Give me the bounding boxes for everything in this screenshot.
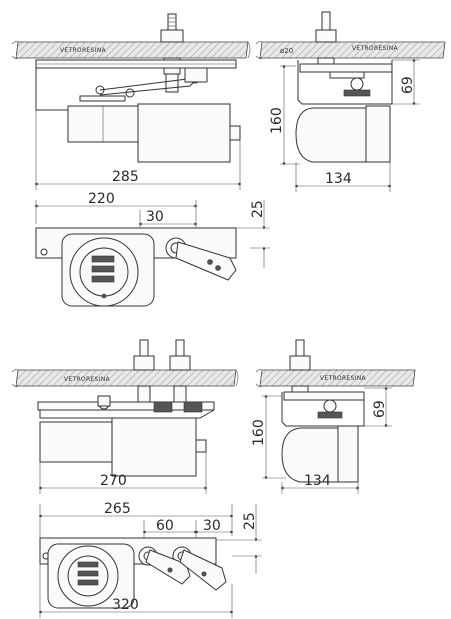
top-plan-arm — [175, 241, 237, 281]
bottom-front-motor — [39, 421, 113, 463]
bottom-plan-dim-60: 60 — [156, 518, 174, 534]
bottom-plan-view: 265 60 30 25 3 — [38, 501, 262, 618]
top-side-dim-134: 134 — [325, 171, 352, 187]
top-side-dim-160: 160 — [269, 107, 285, 134]
top-plan-dim-30: 30 — [146, 209, 164, 225]
bottom-side-hull-label: VETRORESINA — [320, 375, 366, 382]
bottom-side-dim-69: 69 — [372, 400, 388, 418]
top-side-hull-label: VETRORESINA — [352, 45, 398, 52]
bottom-front-dim-270: 270 — [100, 473, 127, 489]
bottom-plan-dim-30: 30 — [203, 518, 221, 534]
bottom-side-motor-cap — [281, 427, 339, 483]
top-front-hull-label: VETRORESINA — [60, 47, 106, 54]
top-front-dim-285: 285 — [112, 169, 139, 185]
bottom-plan-dim-25: 25 — [242, 512, 258, 530]
bottom-plan-dim-320: 320 — [112, 597, 139, 613]
bottom-front-hull-plate — [15, 369, 237, 387]
top-front-view: VETRORESINA 285 — [11, 13, 251, 190]
bottom-side-dim-160: 160 — [251, 419, 267, 446]
bottom-side-dim-134: 134 — [304, 473, 331, 489]
top-side-diameter: ø20 — [280, 47, 293, 55]
top-side-motor-cap — [295, 107, 367, 163]
top-plan-dim-25: 25 — [250, 200, 266, 218]
top-plan-dim-220: 220 — [88, 191, 115, 207]
bottom-front-view: VETRORESINA 270 — [11, 339, 239, 494]
bottom-side-view: VETRORESINA 160 69 134 — [251, 339, 416, 494]
bottom-side-hull-plate — [259, 369, 416, 387]
top-side-view: ø20 VETRORESINA 160 69 134 — [255, 11, 446, 192]
top-side-hull-plate — [259, 41, 446, 59]
top-side-dim-69: 69 — [400, 76, 416, 94]
bottom-plan-arm-right — [179, 549, 227, 591]
top-plan-view: 220 30 25 — [34, 191, 270, 307]
bottom-plan-dim-265: 265 — [104, 501, 131, 517]
top-front-bolt — [167, 13, 177, 33]
top-front-hull-plate — [15, 41, 249, 59]
bottom-front-hull-label: VETRORESINA — [64, 376, 110, 383]
